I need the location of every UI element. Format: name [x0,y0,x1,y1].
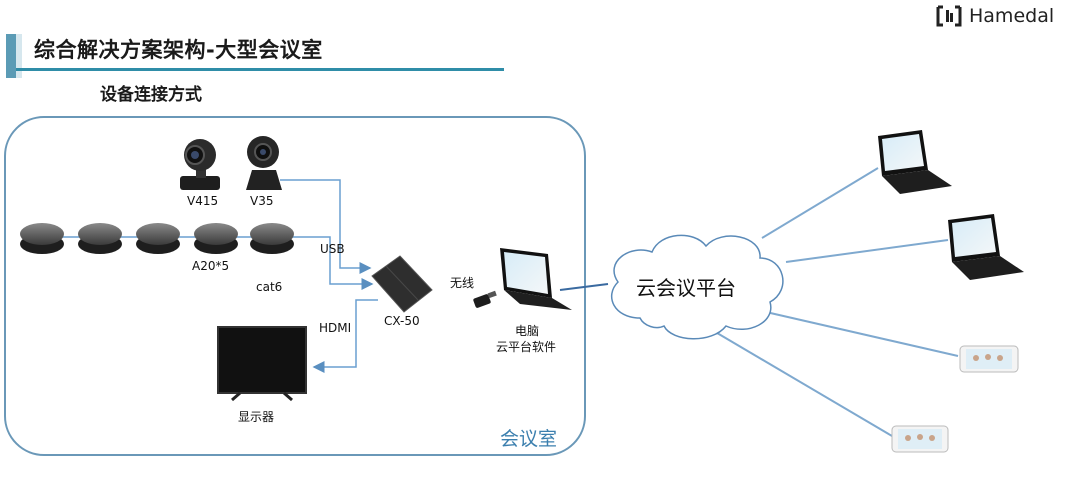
hamedal-logo-icon [936,5,962,27]
camera-v415-icon [180,139,220,190]
cloud-platform-icon [610,234,784,340]
camera-v35-icon [246,136,282,190]
speaker-cable-label: cat6 [256,280,283,294]
wireless-label: 无线 [450,276,475,290]
hdmi-label: HDMI [319,321,352,335]
title-accent-bar-light [16,34,22,78]
speaker-1-icon [20,223,64,254]
speaker-4-icon [194,223,238,254]
speaker-5-icon [250,223,294,254]
page-subtitle: 设备连接方式 [100,85,202,105]
remote-phone-2-icon [891,425,949,453]
logo-text: Hamedal [969,5,1055,27]
speaker-3-icon [136,223,180,254]
page-title: 综合解决方案架构-大型会议室 [34,38,323,62]
display-icon [217,326,307,402]
cloud-links [559,167,959,437]
wireless-dongle-icon [473,290,497,308]
title-underline [16,68,504,71]
laptop-label-line2: 云平台软件 [496,340,557,354]
hub-cx50-icon [371,255,433,313]
speakers-label: A20*5 [192,259,230,273]
camera-v35-label: V35 [250,194,274,208]
remote-laptop-1-icon [878,130,952,194]
remote-laptop-2-icon [948,214,1024,280]
speaker-2-icon [78,223,122,254]
display-label: 显示器 [238,410,275,424]
title-accent-bar [6,34,16,78]
cloud-platform-label: 云会议平台 [636,276,736,300]
remote-phone-1-icon [959,345,1019,373]
usb-label: USB [320,242,345,256]
hub-label: CX-50 [384,314,420,328]
local-laptop-icon [500,248,572,310]
hub-to-display-link [312,299,378,373]
camera-v415-label: V415 [187,194,219,208]
camera-to-hub-link [280,179,372,274]
meeting-room-label: 会议室 [500,428,558,450]
brand-logo: Hamedal [935,4,1054,28]
laptop-label-line1: 电脑 [515,324,540,338]
